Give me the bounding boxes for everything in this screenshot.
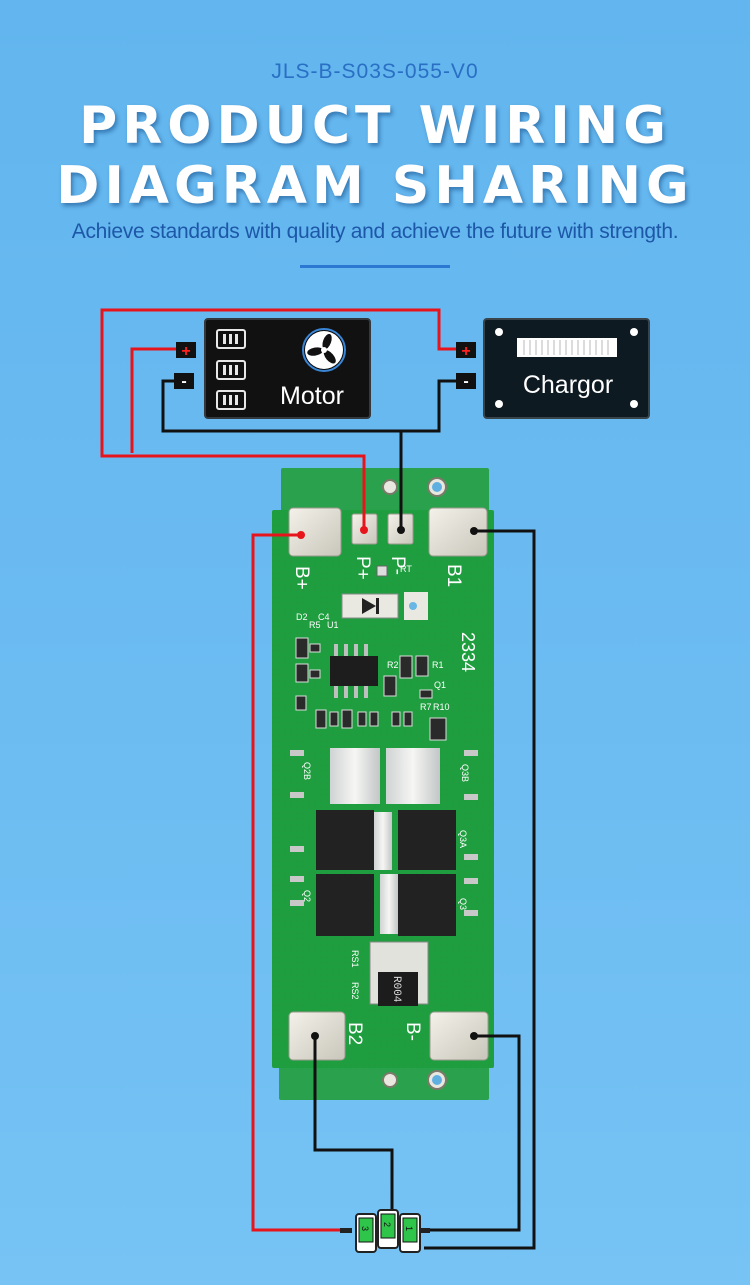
title-divider xyxy=(300,265,450,268)
label-r10: R10 xyxy=(433,702,450,712)
svg-text:+: + xyxy=(181,343,190,360)
battery-cell-2: 2 xyxy=(377,1209,399,1249)
wire-charger-positive xyxy=(100,308,458,530)
motor-device: Motor xyxy=(204,318,371,419)
svg-text:3: 3 xyxy=(360,1226,370,1231)
wire-b-minus xyxy=(428,1034,521,1232)
label-u1: U1 xyxy=(327,620,339,630)
svg-text:+: + xyxy=(461,343,470,360)
charger-positive-terminal: + xyxy=(456,342,476,360)
wire-charger-negative xyxy=(401,379,458,433)
label-r1: R1 xyxy=(432,660,444,670)
svg-text:1: 1 xyxy=(404,1226,414,1231)
label-b1: B1 xyxy=(443,564,464,587)
wire-motor-negative xyxy=(161,379,403,530)
label-b-minus: B- xyxy=(402,1022,423,1041)
battery-cell-1: 1 xyxy=(399,1213,421,1253)
label-q2b: Q2B xyxy=(302,762,312,780)
label-p-minus: P- xyxy=(387,556,408,575)
label-rs2: RS2 xyxy=(350,982,360,1000)
label-q2: Q2 xyxy=(302,890,312,902)
page-subtitle: Achieve standards with quality and achie… xyxy=(71,220,679,243)
model-code: JLS-B-S03S-055-V0 xyxy=(271,60,479,83)
wire-b1 xyxy=(424,529,536,1250)
label-rs1: RS1 xyxy=(350,950,360,968)
charger-device: Chargor xyxy=(483,318,650,419)
label-r7: R7 xyxy=(420,702,432,712)
svg-text:-: - xyxy=(463,373,468,390)
battery-cell-3: 3 xyxy=(355,1213,377,1253)
svg-text:-: - xyxy=(181,373,186,390)
fan-icon xyxy=(302,328,346,372)
label-c4: C4 xyxy=(318,612,330,622)
motor-positive-terminal: + xyxy=(176,342,196,360)
battery-pack: 3 2 1 xyxy=(340,1209,430,1253)
label-b2: B2 xyxy=(344,1022,365,1045)
charger-negative-terminal: - xyxy=(456,373,476,390)
charger-label: Chargor xyxy=(523,371,613,399)
label-b-plus: B+ xyxy=(291,566,312,590)
wire-battery-positive xyxy=(251,533,340,1232)
motor-label: Motor xyxy=(280,382,344,410)
page-title-line-1: PRODUCT WIRING xyxy=(79,96,671,156)
label-p-plus: P+ xyxy=(352,556,373,580)
label-rt: RT xyxy=(400,564,412,574)
label-q1: Q1 xyxy=(434,680,446,690)
label-q3: Q3 xyxy=(458,898,468,910)
page-title-line-2: DIAGRAM SHARING xyxy=(56,156,694,216)
wire-motor-positive xyxy=(130,347,180,453)
resistor-code: R004 xyxy=(390,976,402,1003)
wire-b2 xyxy=(313,1036,394,1218)
label-d2: D2 xyxy=(296,612,308,622)
label-q3a: Q3A xyxy=(458,830,468,848)
pcb-components: R004 xyxy=(290,565,478,1006)
label-r2: R2 xyxy=(387,660,399,670)
label-r5: R5 xyxy=(309,620,321,630)
svg-text:2: 2 xyxy=(382,1222,392,1227)
pad-b-plus xyxy=(288,507,342,557)
label-board-code: 2334 xyxy=(458,632,478,672)
label-q3b: Q3B xyxy=(460,764,470,782)
motor-negative-terminal: - xyxy=(174,373,194,390)
